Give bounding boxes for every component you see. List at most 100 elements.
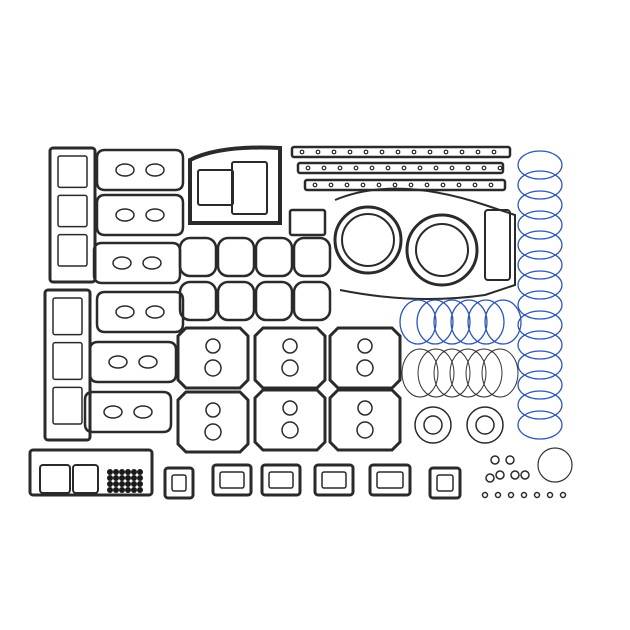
port-gasket: [95, 193, 185, 237]
black-o-ring: [449, 348, 487, 398]
oil-seal: [414, 406, 452, 444]
valve-stem-seal: [113, 481, 119, 487]
blue-o-ring: [433, 299, 471, 345]
bolt-hole: [328, 182, 334, 188]
exhaust-gasket: [368, 463, 412, 497]
port-hole: [138, 355, 158, 369]
oil-seal: [466, 406, 504, 444]
blue-o-ring: [517, 410, 563, 440]
exhaust-opening: [376, 471, 404, 489]
port-opening: [57, 233, 88, 267]
bolt-hole: [392, 182, 398, 188]
bolt-hole: [459, 149, 465, 155]
blue-o-ring: [517, 250, 563, 280]
bolt-hole: [321, 165, 327, 171]
front-cover-seal: [405, 213, 479, 287]
valve-stem-seal: [107, 469, 113, 475]
port-hole: [108, 355, 128, 369]
tiny-o-ring: [494, 491, 502, 499]
black-o-ring: [433, 348, 471, 398]
small-o-ring: [490, 455, 500, 465]
bolt-hole: [385, 165, 391, 171]
valve-stem-seal: [107, 487, 113, 493]
valve-stem-seal: [131, 487, 137, 493]
head-port: [204, 423, 222, 441]
valve-stem-seal: [119, 475, 125, 481]
exhaust-gasket: [211, 463, 253, 497]
small-o-ring: [510, 470, 520, 480]
port-opening: [52, 386, 83, 425]
exhaust-opening: [171, 474, 187, 492]
blue-o-ring: [517, 330, 563, 360]
port-gasket: [95, 148, 185, 192]
port-hole: [145, 208, 165, 222]
port-hole: [145, 163, 165, 177]
blue-o-ring: [517, 370, 563, 400]
exhaust-opening: [219, 471, 245, 489]
black-o-ring: [417, 348, 455, 398]
valve-stem-seal: [125, 481, 131, 487]
bolt-hole: [449, 165, 455, 171]
valve-cover-gasket: [254, 280, 294, 322]
port-opening: [52, 297, 83, 336]
blue-o-ring: [467, 299, 505, 345]
valve-stem-seal: [119, 469, 125, 475]
tiny-o-ring: [481, 491, 489, 499]
port-hole: [145, 305, 165, 319]
rail-gasket: [296, 161, 505, 175]
cylinder-head-gasket: [328, 388, 402, 452]
head-port: [205, 402, 221, 418]
blue-o-ring: [484, 299, 522, 345]
port-hole: [115, 163, 135, 177]
bolt-hole: [427, 149, 433, 155]
valve-stem-seal: [131, 475, 137, 481]
bolt-hole: [440, 182, 446, 188]
bolt-hole: [433, 165, 439, 171]
head-port: [281, 359, 299, 377]
valve-stem-seal: [137, 469, 143, 475]
small-o-ring: [505, 455, 515, 465]
bolt-hole: [488, 182, 494, 188]
bolt-hole: [417, 165, 423, 171]
cover-opening: [231, 161, 268, 215]
bolt-hole: [353, 165, 359, 171]
exhaust-gasket: [313, 463, 355, 497]
exhaust-opening: [268, 471, 294, 489]
valve-cover-gasket: [292, 280, 332, 322]
cover-opening: [197, 169, 234, 206]
exhaust-opening: [436, 474, 454, 492]
head-port: [282, 400, 298, 416]
small-o-ring: [520, 470, 530, 480]
port-hole: [103, 405, 123, 419]
valve-cover-gasket: [216, 280, 256, 322]
rail-gasket: [290, 145, 512, 159]
bolt-hole: [331, 149, 337, 155]
small-o-ring: [495, 470, 505, 480]
port-hole: [115, 305, 135, 319]
valve-stem-seal: [113, 487, 119, 493]
bolt-hole: [443, 149, 449, 155]
port-hole: [115, 208, 135, 222]
valve-stem-seal: [119, 481, 125, 487]
port-hole: [133, 405, 153, 419]
port-gasket: [83, 390, 173, 434]
seal-inner: [415, 223, 469, 277]
valve-cover-gasket: [216, 236, 256, 278]
bolt-hole: [305, 165, 311, 171]
port-opening: [57, 194, 88, 228]
head-port: [205, 338, 221, 354]
port-hole: [112, 256, 132, 270]
head-port: [357, 338, 373, 354]
head-port: [357, 400, 373, 416]
black-o-ring: [481, 348, 519, 398]
blue-o-ring: [517, 390, 563, 420]
exhaust-opening: [321, 471, 347, 489]
valve-cover-gasket: [178, 236, 218, 278]
large-o-ring: [537, 447, 573, 483]
bolt-hole: [424, 182, 430, 188]
bolt-hole: [312, 182, 318, 188]
small-square-gasket: [288, 208, 327, 237]
bolt-hole: [395, 149, 401, 155]
seal-inner: [341, 213, 395, 267]
